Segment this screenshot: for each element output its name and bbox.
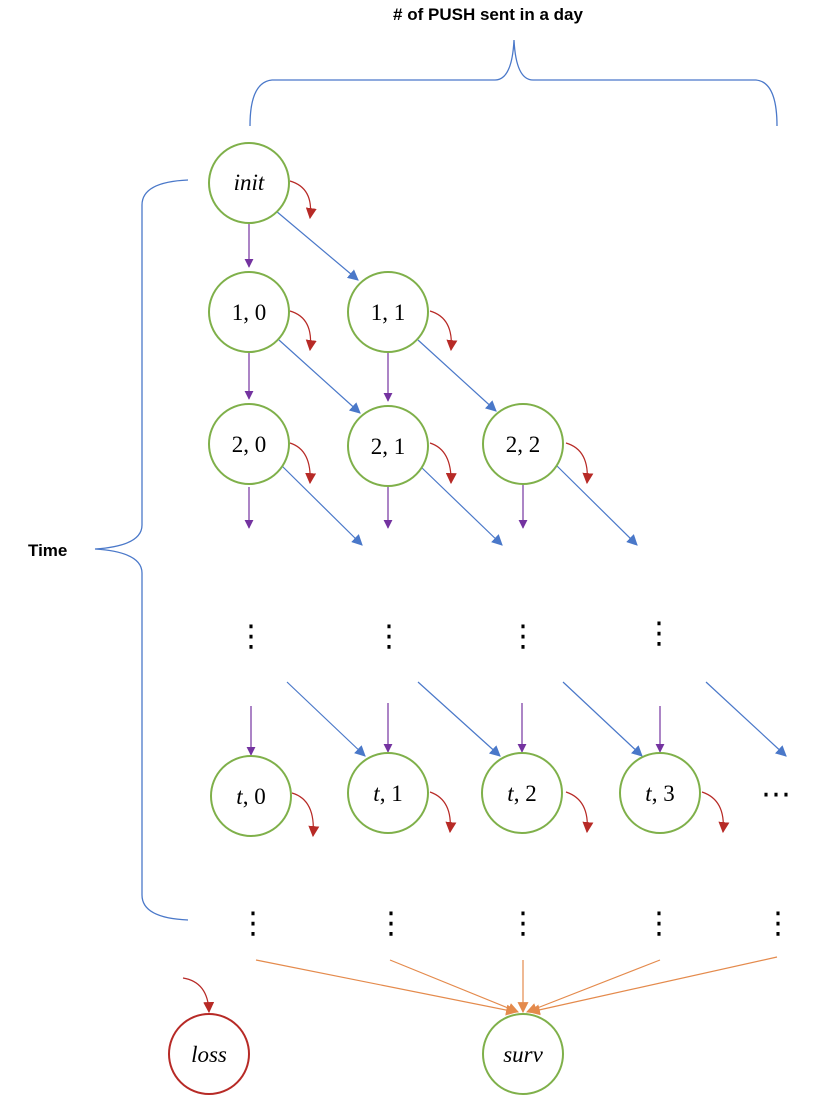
node-t-1: t, 1 [347, 752, 429, 834]
vertical-ellipsis: ⋮ [238, 906, 268, 941]
loss-arrow [565, 791, 594, 834]
loss-arrow [429, 310, 458, 352]
vertical-ellipsis: ⋮ [508, 906, 538, 941]
svg-text:init: init [234, 170, 265, 195]
loss-arrows [182, 180, 730, 1014]
diag-arrow [562, 681, 643, 757]
svg-text:t, 1: t, 1 [373, 781, 402, 806]
svg-text:2, 2: 2, 2 [506, 432, 541, 457]
surv-arrow [389, 959, 520, 1014]
diag-arrows [275, 210, 787, 757]
svg-text:t, 3: t, 3 [645, 781, 674, 806]
top-axis-label: # of PUSH sent in a day [393, 5, 583, 24]
svg-text:loss: loss [191, 1042, 227, 1067]
ellipses: ⋮ ⋮ ⋮ ⋮ ⋯ ⋮ ⋮ ⋮ ⋮ ⋮ [236, 616, 793, 941]
node-surv: surv [482, 1013, 564, 1095]
loss-arrow [701, 791, 730, 834]
svg-text:1, 1: 1, 1 [371, 300, 406, 325]
vertical-ellipsis: ⋮ [236, 619, 266, 654]
diag-arrow [417, 681, 501, 757]
node-2-1: 2, 1 [347, 405, 429, 487]
node-1-1: 1, 1 [347, 271, 429, 353]
loss-arrow [289, 310, 317, 352]
svg-text:2, 1: 2, 1 [371, 434, 406, 459]
vertical-ellipsis: ⋮ [644, 616, 674, 651]
svg-text:1, 0: 1, 0 [232, 300, 267, 325]
svg-text:t, 2: t, 2 [507, 781, 536, 806]
diag-arrow [705, 681, 787, 757]
vertical-ellipsis: ⋮ [376, 906, 406, 941]
left-axis-label: Time [28, 541, 67, 560]
left-brace [94, 179, 189, 921]
diag-arrow [417, 339, 497, 412]
node-t-2: t, 2 [481, 752, 563, 834]
loss-arrow [289, 180, 317, 220]
diag-arrow [554, 463, 638, 546]
loss-arrow [182, 977, 215, 1014]
node-1-0: 1, 0 [208, 271, 290, 353]
loss-arrow [289, 442, 317, 485]
diag-arrow [419, 465, 503, 546]
svg-text:2, 0: 2, 0 [232, 432, 267, 457]
vertical-ellipsis: ⋮ [763, 906, 793, 941]
top-brace [249, 39, 778, 127]
svg-text:t, 0: t, 0 [236, 784, 265, 809]
svg-text:surv: surv [503, 1042, 543, 1067]
surv-arrow [255, 959, 518, 1016]
loss-arrow [565, 442, 594, 485]
node-t-3: t, 3 [619, 752, 701, 834]
vertical-ellipsis: ⋮ [644, 906, 674, 941]
vertical-ellipsis: ⋮ [374, 619, 404, 654]
surv-arrow [528, 956, 778, 1016]
surv-arrows [255, 956, 778, 1016]
node-loss: loss [168, 1013, 250, 1095]
loss-arrow [429, 791, 457, 834]
node-init: init [208, 142, 290, 224]
horizontal-ellipsis: ⋯ [761, 777, 791, 812]
loss-arrow [291, 792, 320, 838]
diag-arrow [281, 465, 363, 546]
node-2-2: 2, 2 [482, 403, 564, 485]
diag-arrow [275, 210, 359, 281]
down-arrows [244, 222, 665, 756]
nodes: init 1, 0 1, 1 2, 0 2, 1 2, 2 t, 0 t, 1 [168, 142, 701, 1095]
surv-arrow [525, 959, 661, 1014]
node-t-0: t, 0 [210, 755, 292, 837]
diag-arrow [278, 339, 361, 414]
vertical-ellipsis: ⋮ [508, 619, 538, 654]
loss-arrow [429, 442, 457, 485]
node-2-0: 2, 0 [208, 403, 290, 485]
diag-arrow [286, 681, 366, 757]
